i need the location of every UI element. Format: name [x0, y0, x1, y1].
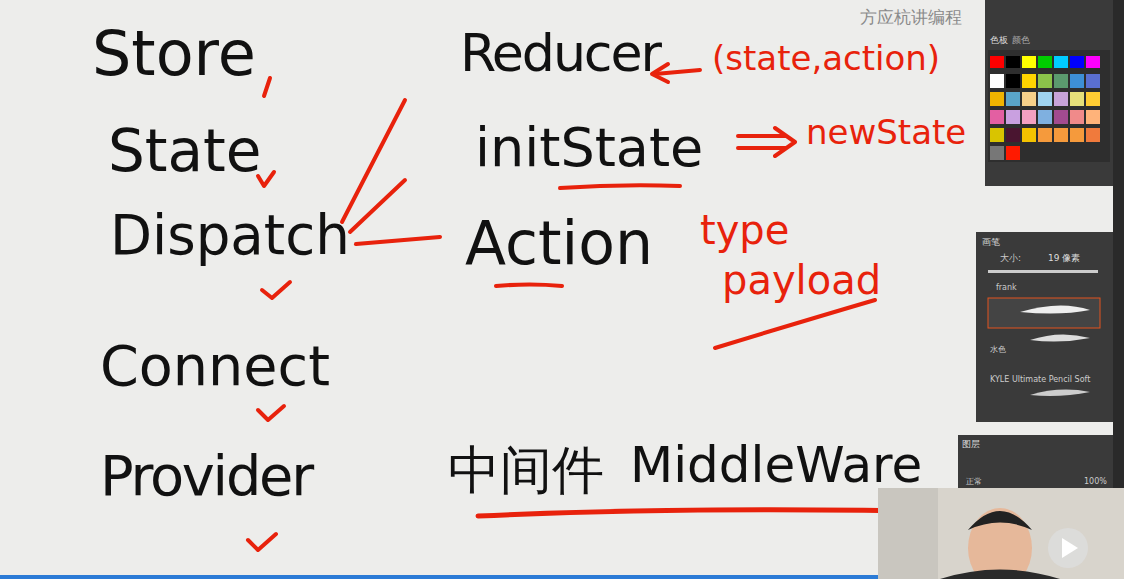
underline: [560, 185, 680, 188]
term: Action: [465, 210, 653, 276]
panel-tab: 画笔: [982, 238, 1000, 248]
panel-field: 19 像素: [1048, 254, 1080, 264]
term: 中间件: [448, 442, 604, 499]
leader-line: [342, 100, 405, 222]
note: payload: [722, 258, 881, 302]
note: (state,action): [712, 40, 940, 77]
term: Store: [92, 20, 256, 88]
underline: [715, 300, 875, 348]
panel-field: 大小:: [1000, 254, 1021, 264]
arrow-line: [655, 70, 700, 74]
webcam-view: [878, 488, 1124, 579]
leader-line: [356, 237, 440, 244]
term: Reducer: [460, 25, 660, 82]
check-mark: [248, 534, 276, 550]
panel-field: 正常: [966, 478, 982, 487]
layers-panel: [958, 435, 1113, 490]
leader-line: [350, 180, 405, 232]
panel-field: frank: [996, 284, 1017, 293]
panel-field: 水色: [990, 346, 1006, 355]
panel-tab: 色板: [990, 36, 1008, 46]
note: type: [700, 208, 789, 252]
check-mark: [258, 406, 284, 420]
term: initState: [475, 118, 703, 177]
underline: [496, 285, 562, 287]
check-mark: [264, 78, 270, 96]
term: Connect: [100, 335, 330, 396]
check-mark: [262, 282, 290, 298]
term: State: [108, 120, 262, 184]
watermark: 方应杭讲编程: [860, 8, 962, 27]
term: MiddleWare: [630, 438, 922, 493]
panel-tab: 图层: [962, 440, 980, 450]
term: Provider: [100, 445, 312, 506]
progress-bar: [0, 575, 878, 579]
implies-arrow: [738, 128, 795, 156]
panel-tab: 颜色: [1012, 36, 1030, 46]
note: newState: [806, 114, 966, 151]
brush-name: KYLE Ultimate Pencil Soft: [990, 376, 1090, 385]
term: Dispatch: [110, 205, 350, 265]
panel-field: 100%: [1084, 478, 1107, 487]
brush-panel: [976, 232, 1113, 422]
